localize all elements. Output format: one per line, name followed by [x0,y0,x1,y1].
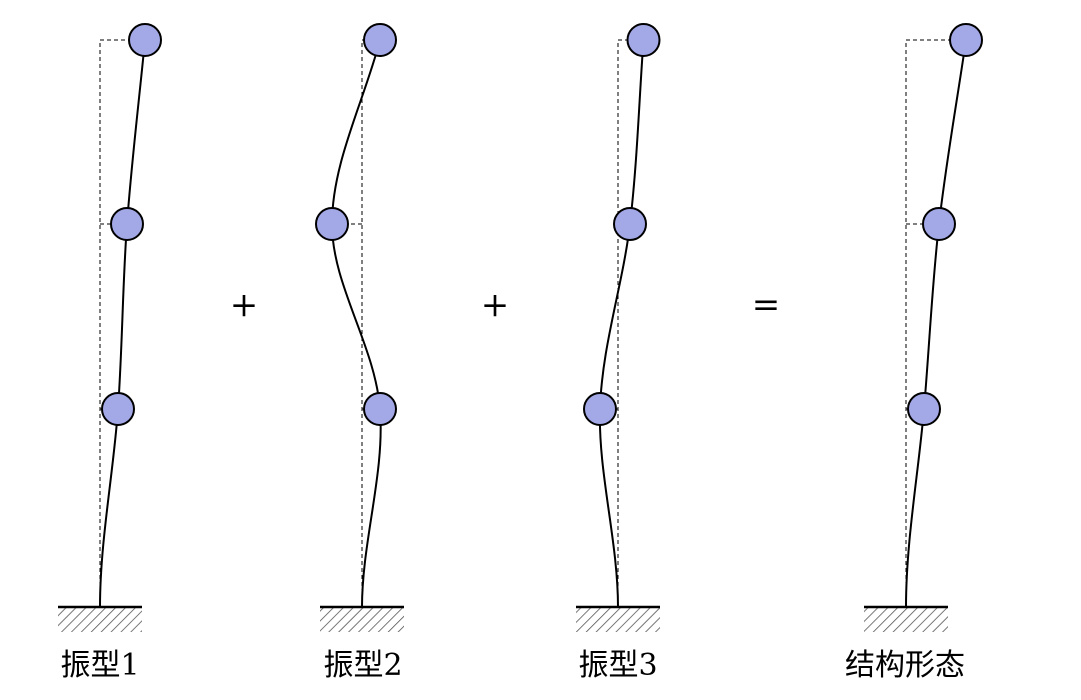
ground-hatch [864,608,948,632]
equals-operator: = [752,285,781,325]
plus-operator-2: + [481,285,510,325]
floor-mass-node [583,392,617,426]
mode-3-panel [576,23,661,632]
plus-operator-1: + [230,285,259,325]
floor-mass-node [101,392,135,426]
floor-mass-node [922,207,956,241]
floor-mass-node [110,207,144,241]
structure-shape-label: 结构形态 [845,648,965,683]
deflected-shape-curve [330,39,382,608]
floor-mass-node [315,207,349,241]
mode-2-label: 振型2 [323,648,402,683]
structure-shape-panel [864,23,983,632]
floor-mass-node [949,23,983,57]
floor-mass-node [626,23,661,57]
mode-3-label: 振型3 [578,648,657,683]
floor-mass-node [363,23,397,57]
floor-mass-node [363,392,397,426]
deflected-shape-curve [905,39,967,608]
floor-mass-node [128,23,162,57]
ground-hatch [576,608,660,632]
deflected-shape-curve [598,39,645,608]
deflected-shape-curve [99,39,146,608]
mode-1-panel [58,23,162,632]
floor-mass-node [907,392,941,426]
ground-hatch [320,608,404,632]
mode-2-panel [315,23,404,632]
mode-1-label: 振型1 [60,648,139,683]
floor-mass-node [613,207,647,241]
ground-hatch [58,608,142,632]
